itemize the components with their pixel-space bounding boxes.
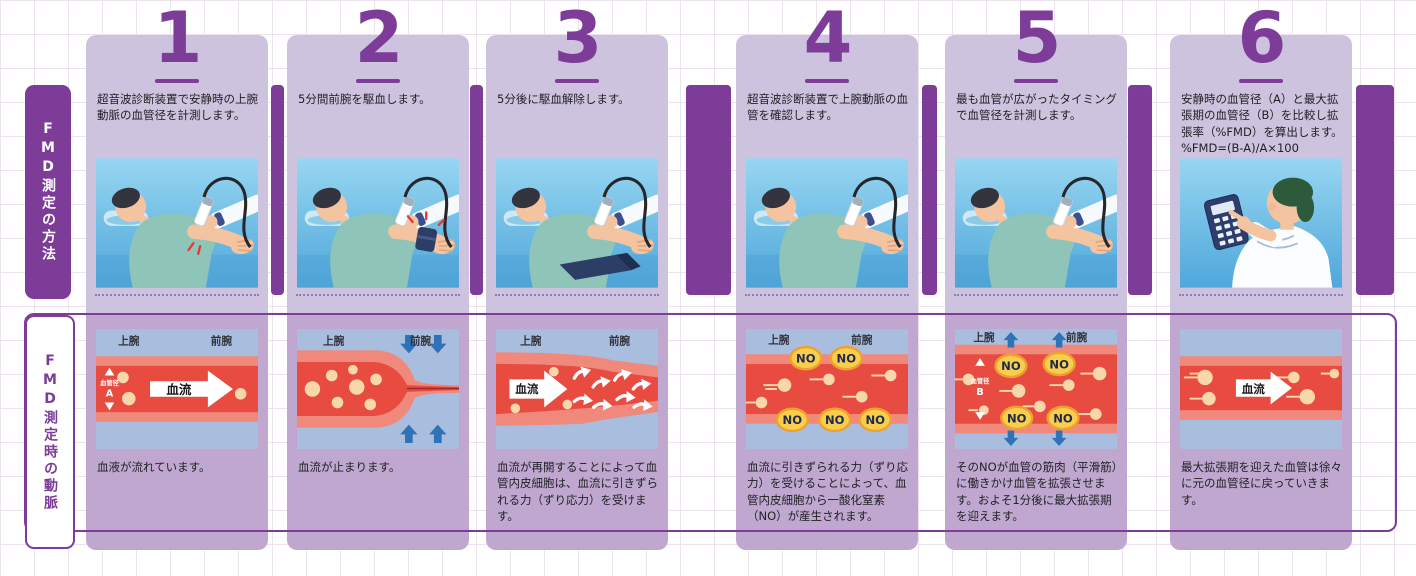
section-label-method: FMD測定の方法 bbox=[25, 85, 71, 299]
patient-cuff-illustration bbox=[297, 156, 459, 290]
blood-flow-arrow bbox=[509, 370, 568, 408]
section-label-method-text: FMD測定の方法 bbox=[40, 121, 56, 263]
dotted-divider bbox=[495, 294, 659, 296]
forearm-label: 前腕 bbox=[211, 335, 233, 348]
artery-diagram-normal-flow: 血管径 A 血流 上腕 前腕 bbox=[96, 327, 258, 451]
upper-arm-label: 上腕 bbox=[520, 335, 542, 348]
vessel-diameter-label: 血管径 bbox=[100, 378, 119, 387]
step-number: 2 bbox=[354, 0, 404, 79]
no-badge bbox=[829, 345, 863, 371]
step-card-1: 1 超音波診断装置で安静時の上腕動脈の血管径を計測します。 血管径 A 血流 上… bbox=[86, 3, 268, 550]
dotted-divider bbox=[954, 294, 1118, 296]
blood-flow-label: 血流 bbox=[515, 382, 539, 396]
step-number-underline bbox=[555, 79, 599, 83]
doctor-calculator-illustration bbox=[1180, 156, 1342, 290]
divider-bar bbox=[470, 85, 483, 295]
no-badge bbox=[789, 345, 823, 371]
step-description: 超音波診断装置で上腕動脈の血管を確認します。 bbox=[747, 92, 908, 123]
patient-ultrasound-illustration bbox=[955, 156, 1117, 290]
step-number-underline bbox=[155, 79, 199, 83]
step-card-4: 4 超音波診断装置で上腕動脈の血管を確認します。 bbox=[736, 3, 918, 550]
blood-flow-label: 血流 bbox=[1242, 382, 1266, 396]
measure-spot-marks bbox=[187, 242, 202, 256]
step-card-3: 3 5分後に駆血解除します。 血流 bbox=[486, 3, 668, 550]
step-number-underline bbox=[805, 79, 849, 83]
divider-bar bbox=[1128, 85, 1152, 295]
divider-bar-wide bbox=[686, 85, 731, 295]
step-number: 5 bbox=[1012, 0, 1062, 79]
no-badge bbox=[1046, 405, 1080, 431]
step-caption: そのNOが血管の筋肉（平滑筋）に働きかけ血管を拡張させます。およそ1分後に最大拡… bbox=[956, 460, 1118, 523]
artery-diagram-dilated: 血管径 B 上腕 前腕 bbox=[955, 327, 1117, 451]
step-card-6: 6 安静時の血管径（A）と最大拡張期の血管径（B）を比較し拡張率（%FMD）を算… bbox=[1170, 3, 1352, 550]
step-number-underline bbox=[356, 79, 400, 83]
no-badge bbox=[775, 407, 809, 433]
upper-arm-label: 上腕 bbox=[118, 335, 140, 348]
step-card-2: 2 5分間前腕を駆血します。 bbox=[287, 3, 469, 550]
no-badge bbox=[1042, 351, 1076, 377]
divider-bar bbox=[271, 85, 284, 295]
patient-ultrasound-illustration bbox=[96, 156, 258, 290]
diameter-a-label: A bbox=[106, 389, 114, 400]
forearm-label: 前腕 bbox=[609, 335, 631, 348]
forearm-label: 前腕 bbox=[851, 334, 873, 347]
dotted-divider bbox=[296, 294, 460, 296]
step-caption: 血流が再開することによって血管内皮細胞は、血流に引きずられる力（ずり応力）を受け… bbox=[497, 460, 658, 523]
step-caption: 血液が流れています。 bbox=[97, 460, 211, 474]
upper-arm-label: 上腕 bbox=[973, 331, 995, 344]
patient-cuff-released-illustration bbox=[496, 156, 658, 290]
step-description: 5分間前腕を駆血します。 bbox=[298, 92, 431, 106]
step-card-5: 5 最も血管が広がったタイミングで血管径を計測します。 bbox=[945, 3, 1127, 550]
forearm-label: 前腕 bbox=[1066, 331, 1088, 344]
upper-arm-label: 上腕 bbox=[768, 334, 790, 347]
section-label-artery-text: FMD測定時の動脈 bbox=[42, 352, 58, 512]
artery-diagram-reflow: 血流 上腕 前腕 bbox=[496, 327, 658, 451]
step-caption: 血流が止まります。 bbox=[298, 460, 401, 474]
pressure-marks bbox=[406, 211, 445, 227]
step-number-underline bbox=[1239, 79, 1283, 83]
vessel-diameter-label: 血管径 bbox=[971, 376, 990, 385]
step-description: 最も血管が広がったタイミングで血管径を計測します。 bbox=[956, 92, 1117, 123]
step-number: 4 bbox=[803, 0, 853, 79]
step-number: 1 bbox=[153, 0, 203, 79]
dotted-divider bbox=[95, 294, 259, 296]
no-badge bbox=[858, 407, 892, 433]
dotted-divider bbox=[1179, 294, 1343, 296]
step-caption: 血流に引きずられる力（ずり応力）を受けることによって、血管内皮細胞から一酸化窒素… bbox=[747, 460, 908, 523]
diameter-b-label: B bbox=[976, 387, 983, 398]
section-label-artery: FMD測定時の動脈 bbox=[25, 315, 75, 549]
no-badge bbox=[994, 353, 1028, 379]
step-description: 超音波診断装置で安静時の上腕動脈の血管径を計測します。 bbox=[97, 92, 258, 123]
step-number: 3 bbox=[553, 0, 603, 79]
step-description: 安静時の血管径（A）と最大拡張期の血管径（B）を比較し拡張率（%FMD）を算出し… bbox=[1181, 92, 1343, 155]
step-number: 6 bbox=[1237, 0, 1287, 79]
dotted-divider bbox=[745, 294, 909, 296]
upper-arm-label: 上腕 bbox=[323, 335, 345, 348]
artery-diagram-no-production: 上腕 前腕 bbox=[746, 327, 908, 451]
patient-ultrasound-illustration bbox=[746, 156, 908, 290]
blood-flow-label: 血流 bbox=[166, 382, 192, 397]
occlusion-cuff bbox=[415, 226, 438, 252]
step-description: 5分後に駆血解除します。 bbox=[497, 92, 630, 106]
released-cuff bbox=[559, 254, 631, 280]
blood-flow-arrow bbox=[150, 370, 233, 408]
no-badge bbox=[1000, 405, 1034, 431]
step-caption: 最大拡張期を迎えた血管は徐々に元の血管径に戻っていきます。 bbox=[1181, 460, 1342, 507]
artery-diagram-occluded: 上腕 前腕 bbox=[297, 327, 459, 451]
forearm-label: 前腕 bbox=[410, 335, 432, 348]
divider-bar bbox=[922, 85, 937, 295]
artery-diagram-returning: 血流 bbox=[1180, 327, 1342, 451]
blood-flow-arrow bbox=[1235, 371, 1292, 405]
no-badge bbox=[818, 407, 852, 433]
divider-bar-wide bbox=[1356, 85, 1394, 295]
step-number-underline bbox=[1014, 79, 1058, 83]
